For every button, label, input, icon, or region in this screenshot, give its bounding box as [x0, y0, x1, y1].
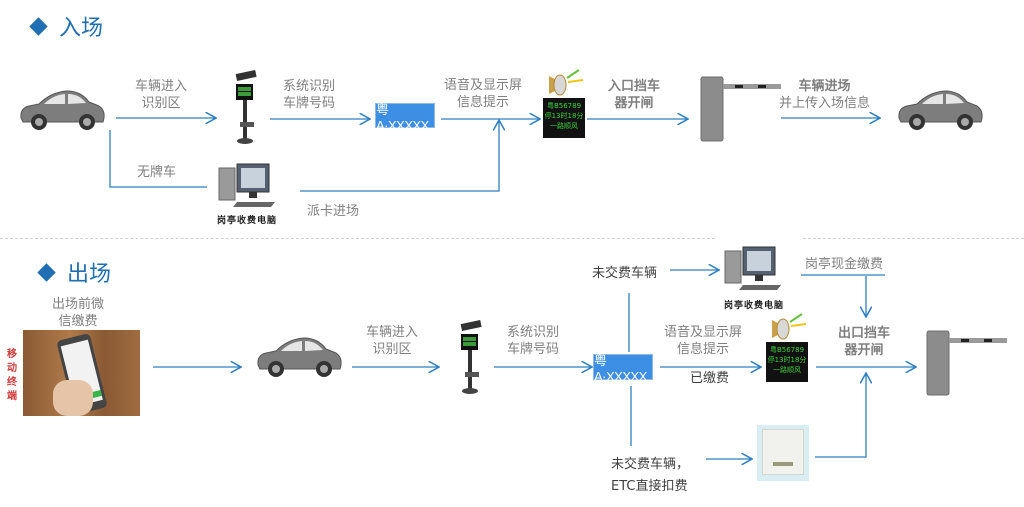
section-divider-right	[803, 238, 1024, 239]
car-icon	[898, 90, 983, 130]
label-line: 信息提示	[457, 95, 510, 110]
exit-title-text: 出场	[67, 262, 112, 287]
label-line: 语音及显示屏	[444, 78, 523, 93]
label-line: 信息提示	[677, 342, 730, 357]
section-divider-left	[0, 238, 715, 239]
booth-pc-caption: 岗亭收费电脑	[724, 301, 785, 311]
issue-card-label: 派卡进场	[307, 204, 360, 219]
entry-section-title: 入场	[29, 10, 104, 42]
car-icon	[20, 90, 105, 130]
entry-recognize-label: 系统识别 车牌号码	[283, 78, 335, 112]
led-display-screen: 粤B56789 停13时18分 一路顺风	[766, 342, 808, 382]
mobile-terminal-label: 移动终端	[7, 349, 17, 402]
label-line: 识别区	[372, 342, 412, 357]
exit-enter-zone-label: 车辆进入 识别区	[366, 324, 418, 358]
entry-gate-open-label: 入口挡车 器开闸	[608, 78, 660, 112]
etc-label-plate	[773, 462, 793, 466]
led-line: 粤B56789	[769, 346, 805, 354]
entry-vehicle-in-label: 车辆进场 并上传入场信息	[779, 78, 870, 112]
label-line: 出场前微	[52, 297, 105, 312]
entry-voice-display-label: 语音及显示屏 信息提示	[444, 77, 522, 111]
lpr-camera-pole-icon	[235, 70, 257, 144]
etc-antenna-panel	[762, 429, 804, 475]
label-line: 识别区	[141, 96, 181, 111]
exit-section-title: 出场	[37, 256, 112, 288]
label-line: 入口挡车	[608, 79, 661, 94]
label-line: 器开闸	[614, 96, 654, 111]
label-line: 车辆进入	[135, 79, 188, 94]
speaker-icon	[549, 69, 584, 96]
label-line: 未交费车辆，	[611, 457, 690, 472]
voice-display-device: 粤B56789 停13时18分 一路顺风	[766, 312, 808, 382]
etc-reader-icon	[757, 425, 809, 481]
unpaid-vehicle-label: 未交费车辆	[592, 266, 658, 281]
led-line: 粤B56789	[546, 102, 582, 110]
mobile-payment-photo	[23, 330, 140, 416]
label-line: 出口挡车	[838, 326, 891, 341]
voice-display-device: 粤B56789 停13时18分 一路顺风	[543, 68, 585, 138]
barrier-gate-icon	[700, 76, 781, 142]
led-line: 停13时18分	[767, 356, 807, 364]
speaker-icon	[772, 313, 807, 340]
booth-computer-icon	[724, 246, 781, 290]
booth-computer-icon	[218, 163, 275, 207]
license-plate-icon: 粤A·XXXXX	[375, 102, 435, 133]
lpr-camera-pole-icon	[460, 320, 482, 394]
led-display-screen: 粤B56789 停13时18分 一路顺风	[543, 98, 585, 138]
label-line: 系统识别	[283, 79, 336, 94]
label-line: 系统识别	[507, 325, 560, 340]
led-line: 停13时18分	[544, 112, 584, 120]
arrow-reader-to-gate	[815, 373, 866, 458]
label-line: 车辆进入	[366, 325, 419, 340]
booth-pc-caption: 岗亭收费电脑	[217, 216, 278, 226]
label-line: 车辆进场	[798, 79, 851, 94]
hand-graphic	[53, 380, 93, 416]
barrier-gate-icon	[926, 330, 1007, 396]
led-line: 一路顺风	[550, 122, 578, 130]
arrow-pc-to-display	[300, 120, 499, 192]
led-line: 一路顺风	[773, 366, 801, 374]
entry-enter-zone-label: 车辆进入 识别区	[135, 78, 187, 112]
label-line: 并上传入场信息	[779, 96, 871, 111]
prepay-wechat-label: 出场前微 信缴费	[52, 296, 104, 330]
etc-deduction-label: 未交费车辆， ETC直接扣费	[611, 454, 689, 498]
booth-cash-payment-label: 岗亭现金缴费	[805, 257, 884, 272]
entry-title-text: 入场	[59, 16, 104, 41]
label-line: 信缴费	[58, 314, 98, 329]
label-line: 车牌号码	[283, 96, 336, 111]
label-line: 车牌号码	[507, 342, 560, 357]
car-icon	[257, 337, 342, 377]
label-line: ETC直接扣费	[611, 479, 688, 494]
no-plate-label: 无牌车	[137, 165, 177, 180]
exit-voice-display-label: 语音及显示屏 信息提示	[664, 324, 742, 358]
exit-gate-open-label: 出口挡车 器开闸	[838, 325, 890, 359]
paid-label: 已缴费	[690, 371, 730, 386]
line-no-plate	[109, 130, 207, 188]
exit-recognize-label: 系统识别 车牌号码	[507, 324, 559, 358]
label-line: 器开闸	[844, 343, 884, 358]
label-line: 语音及显示屏	[664, 325, 743, 340]
license-plate-icon: 粤A·XXXXX	[593, 353, 653, 384]
